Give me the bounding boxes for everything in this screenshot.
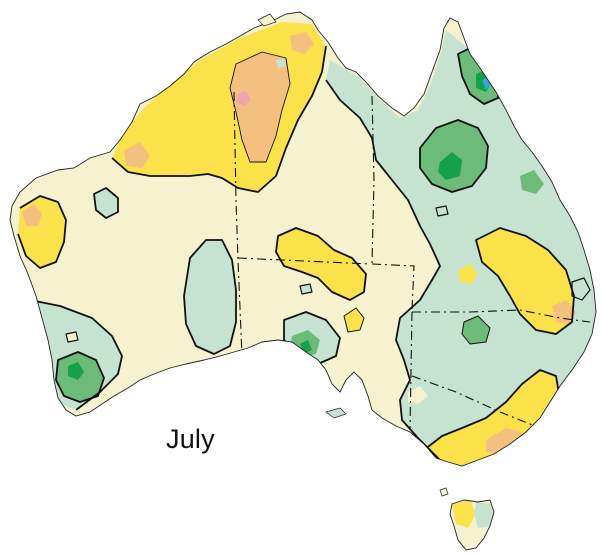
border-wa-nt-sa <box>233 91 243 357</box>
island-qld-inland <box>350 212 360 222</box>
zone-light-green-east <box>326 30 596 465</box>
tas-yellow <box>452 500 476 528</box>
tas-base <box>450 500 494 550</box>
contour-qld-green <box>419 119 489 193</box>
zone-orange-west <box>22 204 42 226</box>
contour-island-wa <box>93 187 119 219</box>
zone-orange-nt-coast <box>290 32 314 54</box>
island-vic-cream <box>408 386 428 404</box>
island-qld-small <box>436 206 448 216</box>
month-label: July <box>166 424 215 454</box>
island-melville <box>257 13 277 27</box>
contour-west-lower <box>29 299 123 411</box>
contour-island-small-4 <box>571 277 591 301</box>
contour-sa-small <box>343 307 365 333</box>
zone-orange-kimberley <box>124 142 150 168</box>
tas-green <box>474 502 494 528</box>
contour-nsw-green <box>461 315 491 345</box>
zone-yellow-southeast <box>424 370 560 466</box>
contour-yellow-central <box>275 227 367 301</box>
zone-orange-north <box>230 52 290 162</box>
island-wa <box>94 188 118 218</box>
zone-dark-green-sw <box>68 362 84 380</box>
border-sa-qld-nsw <box>371 263 415 311</box>
border-nt-sa <box>237 257 371 265</box>
contour-orange-north <box>229 51 291 163</box>
border-nsw-vic <box>411 375 541 429</box>
zone-dark-green-qld <box>438 152 462 180</box>
zone-mid-green-east-coast <box>520 170 544 194</box>
island-sa-oval <box>300 284 312 294</box>
contour-island-small-3 <box>65 331 79 343</box>
zone-yellow-nsw-small <box>458 264 478 284</box>
island-wa-south <box>66 332 78 342</box>
contour-island-small-2 <box>435 205 449 217</box>
island-bass-strait <box>439 487 449 497</box>
island-nt-coast <box>276 58 286 68</box>
contour-north <box>111 45 327 193</box>
zone-yellow-central <box>276 228 366 300</box>
contour-sw-green <box>55 351 105 403</box>
border-nt-qld <box>371 95 375 265</box>
zone-mid-green-nsw <box>462 316 490 344</box>
island-nt-central <box>256 236 264 246</box>
border-qld-nsw <box>412 309 591 323</box>
island-kangaroo <box>325 407 347 419</box>
contour-island-small-1 <box>299 283 313 295</box>
contour-yellow-east <box>475 227 575 335</box>
zone-yellow-sa-small <box>344 308 364 332</box>
island-nsw-green <box>572 278 590 300</box>
zone-light-green-central <box>184 240 236 354</box>
contour-central-lobe <box>183 239 237 355</box>
border-sa-vic <box>409 311 413 431</box>
zone-pink-north <box>236 90 250 106</box>
contour-yellow-west <box>17 195 67 269</box>
zone-yellow-east <box>476 228 574 334</box>
